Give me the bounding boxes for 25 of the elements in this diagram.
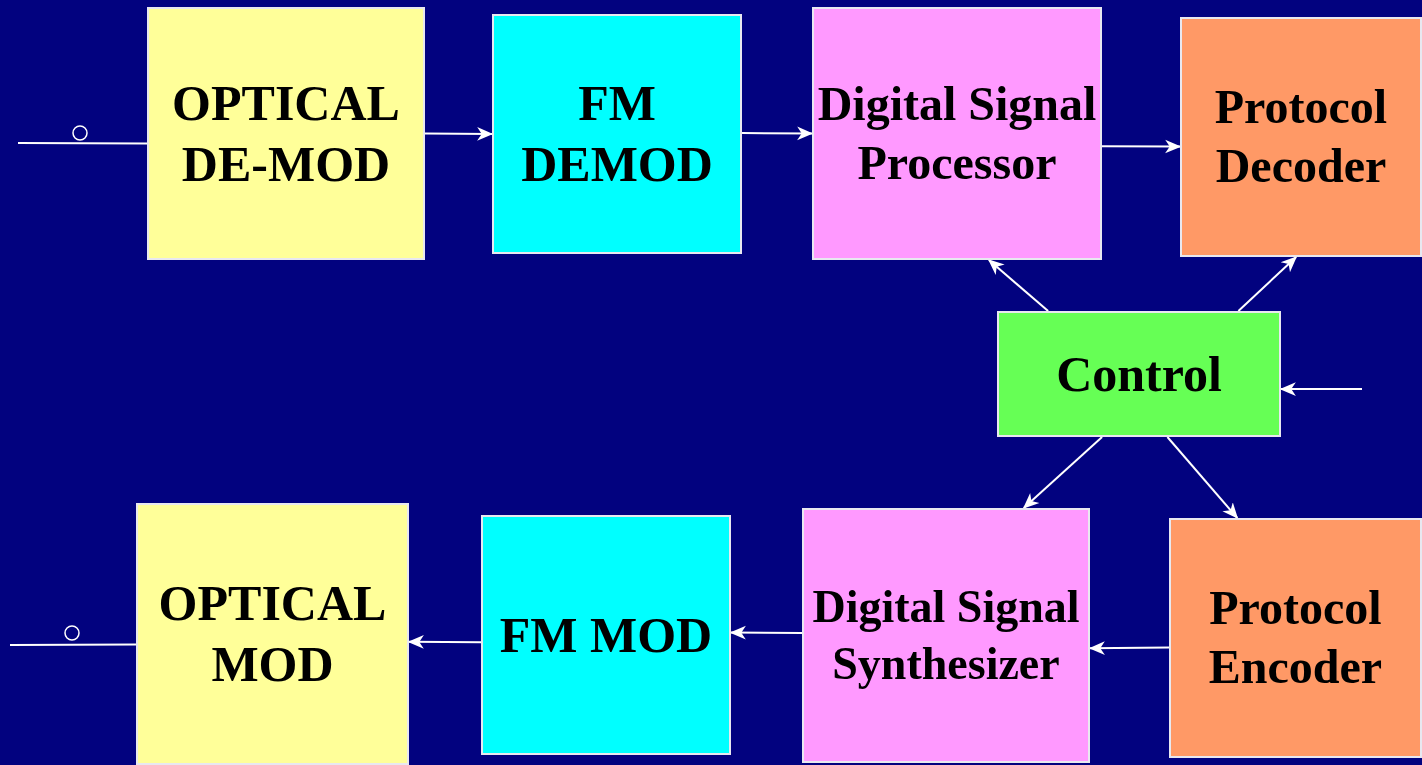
arrow [1101,139,1182,154]
arrow [1022,436,1104,509]
process-box [136,503,409,765]
box-label: Control [1056,344,1222,404]
process-box [492,14,742,254]
arrow [741,126,814,141]
box-label: OPTICAL DE-MOD [171,73,401,194]
box-label: Protocol Decoder [1213,79,1389,194]
process-box [147,7,425,260]
arrow [987,259,1050,312]
process-box [997,311,1281,437]
box-label: Digital Signal Synthesizer [811,580,1081,691]
box-label: FM DEMOD [520,74,714,194]
process-box [812,7,1102,260]
box-label: Protocol Encoder [1207,580,1384,695]
arrow [1166,436,1239,519]
arrow [1237,256,1298,312]
box-label: OPTICAL MOD [157,574,388,694]
box-label: FM MOD [499,605,713,665]
box-label: Digital Signal Processor [816,75,1098,191]
process-box [1180,17,1422,257]
arrow [424,127,494,141]
process-box [481,515,731,755]
process-box [1169,518,1422,758]
process-box [802,508,1090,763]
